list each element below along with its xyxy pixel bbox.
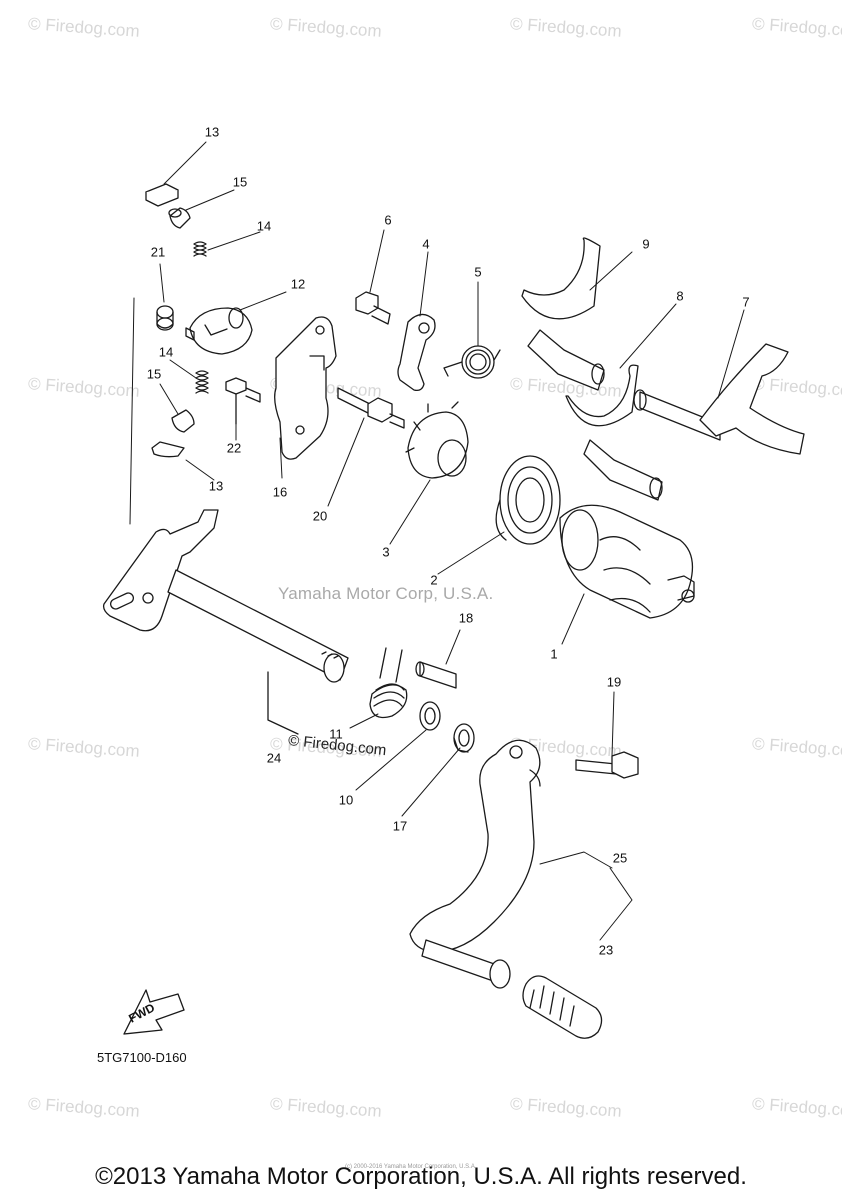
callout-16: 16 xyxy=(272,484,288,500)
part-5-spring xyxy=(443,345,501,379)
callout-7: 7 xyxy=(742,294,750,310)
part-14-spring-top xyxy=(193,241,207,257)
drawing-code: 5TG7100-D160 xyxy=(97,1050,187,1065)
part-22-bolt xyxy=(225,377,261,425)
part-18-pin xyxy=(415,661,457,689)
callout-2: 2 xyxy=(430,572,438,588)
part-12-stopper-lever xyxy=(185,307,253,355)
callout-6: 6 xyxy=(384,212,392,228)
part-19-seal xyxy=(453,723,475,753)
part-16-plate xyxy=(274,316,337,460)
part-2-bearing xyxy=(495,455,561,545)
callout-13: 13 xyxy=(204,124,220,140)
callout-11: 11 xyxy=(329,726,343,742)
part-11-spring xyxy=(369,647,408,719)
callout-8: 8 xyxy=(676,288,684,304)
part-20-shaft xyxy=(337,387,405,429)
small-copyright: (c) 2000-2016 Yamaha Motor Corporation, … xyxy=(345,1164,477,1170)
part-15-pin-top xyxy=(168,207,191,229)
callout-10: 10 xyxy=(338,792,354,808)
part-24-rubber xyxy=(522,975,603,1039)
part-4-lever xyxy=(397,313,436,392)
callout-12: 12 xyxy=(290,276,306,292)
part-14-spring-lower xyxy=(195,370,209,394)
callout-1: 1 xyxy=(550,646,558,662)
callout-22: 22 xyxy=(226,440,242,456)
part-25-bolt xyxy=(575,751,639,779)
callout-23: 23 xyxy=(598,942,614,958)
callout-13: 13 xyxy=(208,478,224,494)
callout-15: 15 xyxy=(146,366,162,382)
callout-14: 14 xyxy=(158,344,174,360)
callout-18: 18 xyxy=(458,610,474,626)
part-13-key-lower xyxy=(151,441,185,458)
part-1-shift-drum xyxy=(559,504,695,619)
fwd-arrow-icon xyxy=(123,989,185,1035)
part-6-bolt xyxy=(355,291,391,325)
callout-21: 21 xyxy=(150,244,166,260)
part-9-fork xyxy=(521,237,605,391)
footer-copyright: ©2013 Yamaha Motor Corporation, U.S.A. A… xyxy=(95,1163,747,1190)
callout-24: 24 xyxy=(266,750,282,766)
callout-9: 9 xyxy=(642,236,650,252)
leader-lines xyxy=(129,141,745,941)
part-3-segment xyxy=(405,401,469,479)
callout-17: 17 xyxy=(392,818,408,834)
callout-25: 25 xyxy=(612,850,628,866)
callout-15: 15 xyxy=(232,174,248,190)
callout-19: 19 xyxy=(606,674,622,690)
part-21-collar xyxy=(156,305,174,331)
callout-4: 4 xyxy=(422,236,430,252)
callout-5: 5 xyxy=(474,264,482,280)
part-15-pin-lower xyxy=(171,409,195,433)
part-13-key-top xyxy=(145,183,179,207)
part-23-shift-pedal xyxy=(409,739,541,989)
center-watermark: Yamaha Motor Corp, U.S.A. xyxy=(278,584,494,603)
part-8-fork xyxy=(565,364,663,501)
part-17-washer xyxy=(419,701,441,731)
callout-14: 14 xyxy=(256,218,272,234)
callout-3: 3 xyxy=(382,544,390,560)
callout-20: 20 xyxy=(312,508,328,524)
part-7-fork-shaft xyxy=(633,343,805,455)
part-10-shift-shaft xyxy=(102,509,349,735)
